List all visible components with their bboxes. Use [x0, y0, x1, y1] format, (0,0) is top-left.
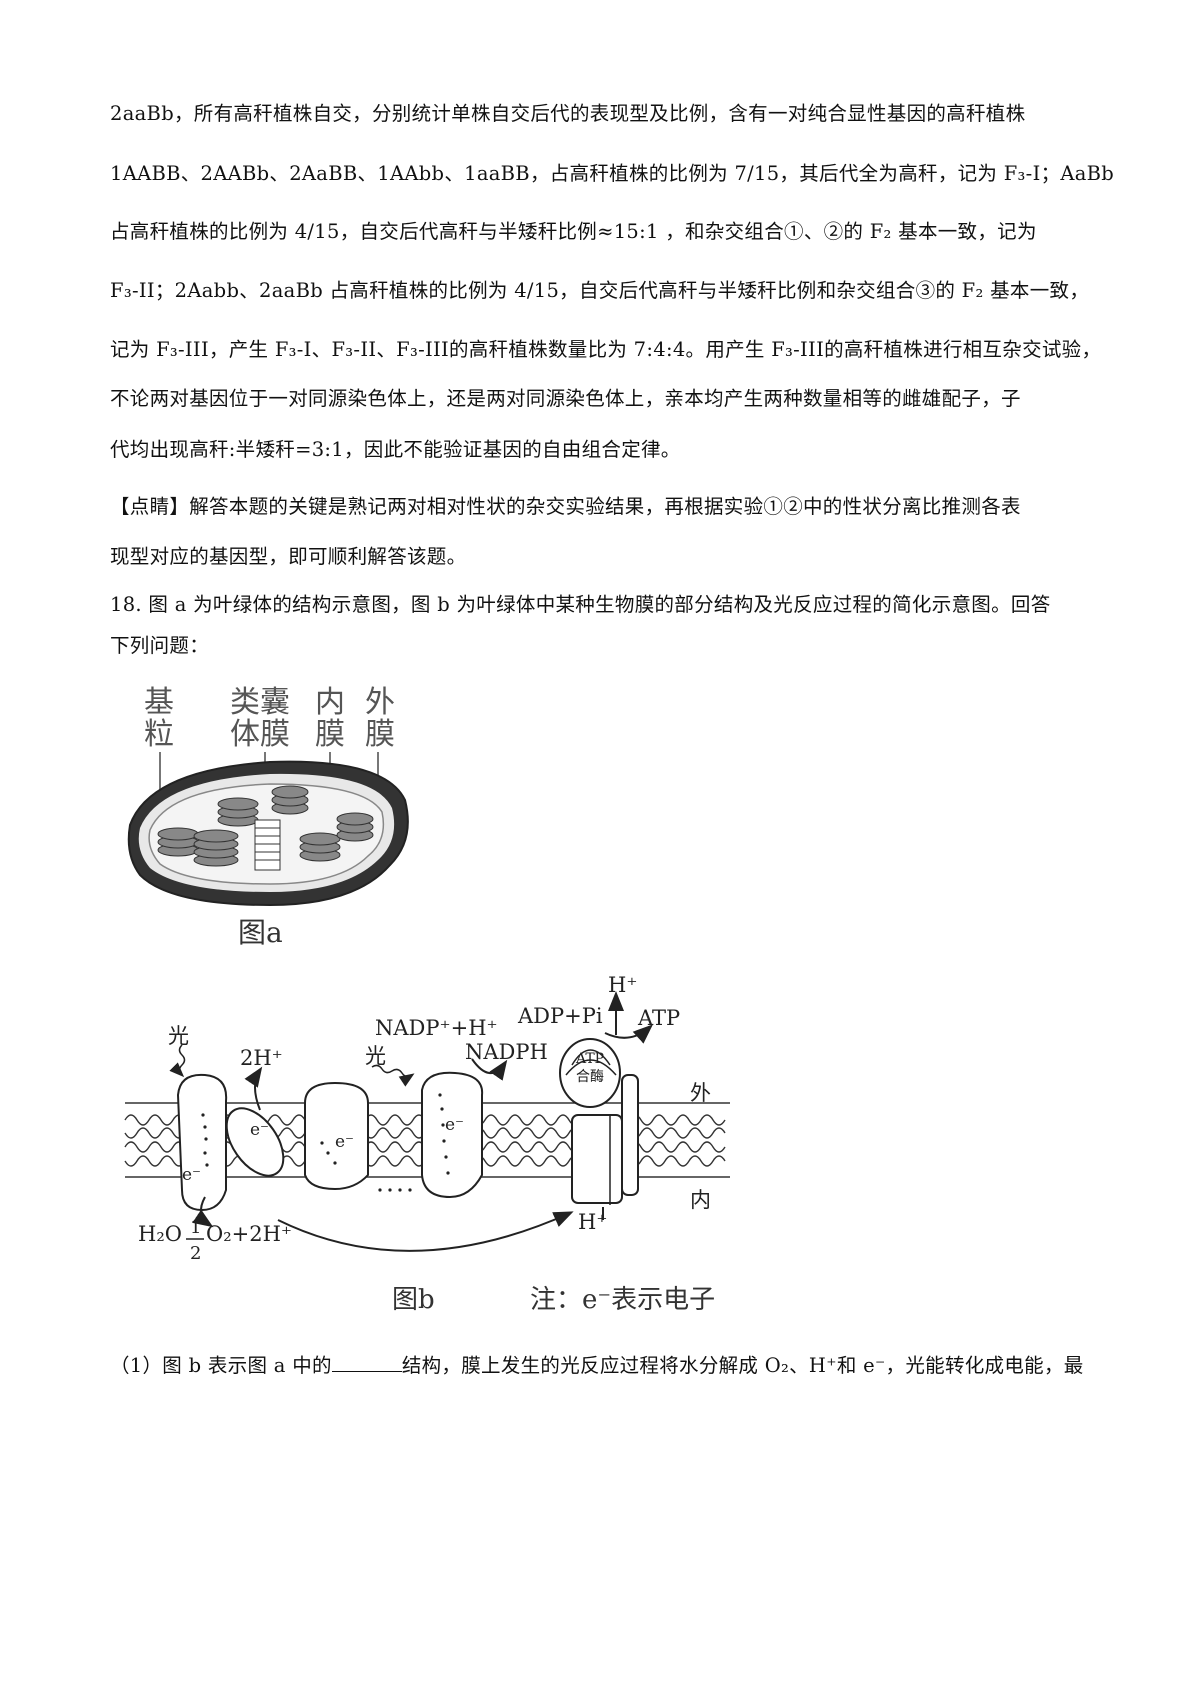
label-light-1: 光	[168, 1024, 189, 1048]
figure-a: 基 粒 类囊 体膜 内 膜 外 膜	[120, 680, 420, 950]
label-electron-4: e⁻	[445, 1115, 464, 1135]
label-nei: 内	[315, 685, 345, 720]
granum-1	[157, 827, 199, 857]
label-electron-3: e⁻	[335, 1132, 354, 1152]
text-line-2: 1AABB、2AABb、2AaBB、1AAbb、1aaBB，占高秆植株的比例为 …	[110, 162, 1115, 185]
chloroplast-diagram: 基 粒 类囊 体膜 内 膜 外 膜	[127, 685, 409, 949]
photosystem-2	[176, 1073, 228, 1212]
text-line-6: 不论两对基因位于一对同源染色体上，还是两对同源染色体上，亲本均产生两种数量相等的…	[110, 387, 1021, 410]
label-light-2: 光	[365, 1044, 386, 1068]
label-o2: O₂+2H⁺	[206, 1222, 292, 1246]
text-line-5: 记为 F₃-III，产生 F₃-I、F₃-II、F₃-III的高秆植株数量比为 …	[110, 338, 1102, 361]
question-line-1: 18. 图 a 为叶绿体的结构示意图，图 b 为叶绿体中某种生物膜的部分结构及光…	[110, 593, 1051, 616]
text-line-4: F₃-II；2Aabb、2aaBb 占高秆植株的比例为 4/15，自交后代高秆与…	[110, 279, 1090, 302]
label-waimo: 膜	[365, 717, 395, 752]
photosystem-1	[421, 1071, 484, 1199]
label-li: 粒	[144, 717, 174, 752]
figure-b-note: 注：e⁻表示电子	[530, 1285, 715, 1315]
granum-4	[271, 785, 309, 815]
granum-3	[217, 797, 259, 827]
label-leinang: 类囊	[230, 685, 290, 720]
figure-b: 光 光 2H⁺ NADP⁺+H⁺ NADPH ADP+Pi ATP H⁺ 外 内…	[110, 973, 830, 1320]
text-line-7: 代均出现高秆:半矮秆=3:1，因此不能验证基因的自由组合定律。	[110, 438, 681, 461]
answer-blank[interactable]	[331, 1353, 402, 1372]
label-electron-1: e⁻	[250, 1120, 269, 1140]
label-wai: 外	[365, 685, 395, 720]
label-half-den: 2	[190, 1243, 201, 1264]
atp-synthase-base	[571, 1114, 623, 1204]
granum-2	[193, 829, 239, 867]
tip-line-2: 现型对应的基因型，即可顺利解答该题。	[110, 545, 467, 568]
label-atp: ATP	[637, 1006, 680, 1030]
label-adp-pi: ADP+Pi	[517, 1004, 603, 1028]
label-timo: 体膜	[230, 717, 290, 752]
label-nadp: NADP⁺+H⁺	[375, 1016, 498, 1040]
label-h-top: H⁺	[608, 975, 637, 997]
sub-question-1-suffix: 结构，膜上发生的光反应过程将水分解成 O₂、H⁺和 e⁻，光能转化成电能，最	[401, 1354, 1084, 1377]
tip-line-1: 【点睛】解答本题的关键是熟记两对相对性状的杂交实验结果，再根据实验①②中的性状分…	[110, 495, 1021, 518]
granum-5	[299, 832, 341, 862]
cytochrome-complex	[304, 1081, 369, 1191]
question-line-2: 下列问题：	[110, 634, 210, 657]
text-line-1: 2aaBb，所有高秆植株自交，分别统计单株自交后代的表现型及比例，含有一对纯合显…	[110, 102, 1026, 125]
figure-a-caption: 图a	[238, 916, 283, 949]
granum-6	[336, 812, 374, 842]
text-line-3: 占高秆植株的比例为 4/15，自交后代高秆与半矮秆比例≈15:1 ，和杂交组合①…	[110, 220, 1037, 243]
label-nadph: NADPH	[465, 1040, 548, 1064]
atp-synthase-stalk	[621, 1074, 639, 1196]
thylakoid-stack-open	[254, 819, 281, 871]
sub-question-1: （1）图 b 表示图 a 中的 结构，膜上发生的光反应过程将水分解成 O₂、H⁺和…	[110, 1352, 1110, 1380]
label-outer: 外	[690, 1081, 711, 1105]
label-h-bottom: H⁺	[578, 1210, 607, 1234]
label-atp-enzyme-2: 合酶	[576, 1069, 604, 1085]
label-inner: 内	[690, 1188, 711, 1212]
plastoquinone	[225, 1107, 285, 1177]
atp-synthase-head	[559, 1038, 621, 1108]
label-ji: 基	[144, 685, 174, 720]
label-water: H₂O	[138, 1222, 182, 1246]
light-reaction-diagram: 光 光 2H⁺ NADP⁺+H⁺ NADPH ADP+Pi ATP H⁺ 外 内…	[124, 973, 730, 1315]
label-neimo: 膜	[315, 717, 345, 752]
label-atp-enzyme-1: ATP	[575, 1051, 604, 1067]
sub-question-1-prefix: （1）图 b 表示图 a 中的	[110, 1354, 332, 1377]
label-half-num: 1	[190, 1217, 201, 1238]
label-2h-top: 2H⁺	[240, 1046, 283, 1070]
label-electron-2: e⁻	[182, 1165, 201, 1185]
figure-b-caption: 图b	[392, 1285, 435, 1315]
